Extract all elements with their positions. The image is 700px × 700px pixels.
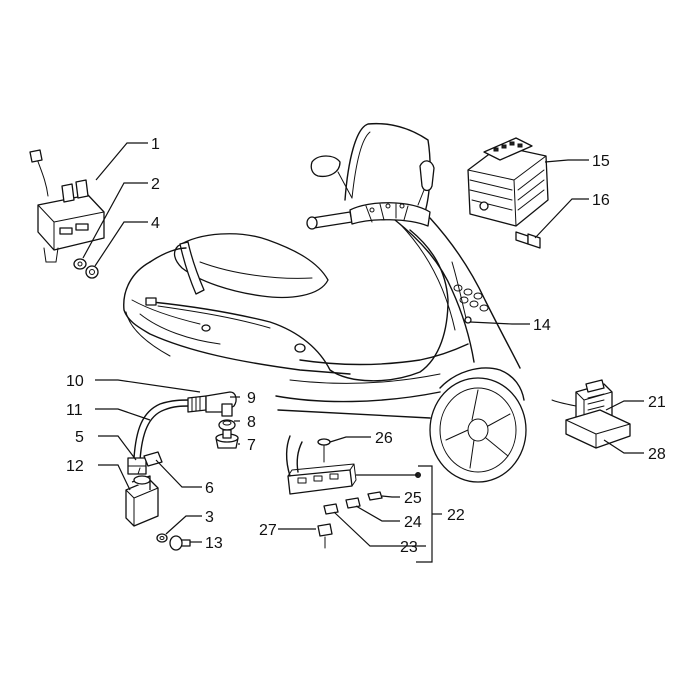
part-15-voltage-regulator <box>467 137 549 227</box>
part-12-ignition-coil <box>125 467 159 527</box>
part-27-fuse-holder <box>317 523 333 549</box>
callout-labels: 1 2 4 15 16 14 10 11 9 8 7 5 12 6 3 13 2… <box>66 136 666 556</box>
part-7-spark-plug <box>215 429 239 449</box>
part-11-hv-cable <box>133 399 191 461</box>
callout-7: 7 <box>247 437 256 454</box>
part-28-battery-tray <box>565 409 631 449</box>
part-22-fuse-box <box>285 435 357 495</box>
callout-23: 23 <box>400 539 418 556</box>
callout-27: 27 <box>259 522 277 539</box>
callout-22: 22 <box>447 507 465 524</box>
part-5-connector <box>127 457 147 475</box>
part-6-clip <box>143 451 163 467</box>
callout-24: 24 <box>404 514 422 531</box>
part-4-nut <box>85 265 99 279</box>
leader-lines <box>82 142 644 563</box>
part-10-suppressor <box>187 395 207 413</box>
callout-16: 16 <box>592 192 610 209</box>
callout-13: 13 <box>205 535 223 552</box>
part-23-fuse <box>323 503 339 515</box>
callout-11: 11 <box>66 402 83 419</box>
part-13-screw <box>169 535 191 551</box>
callout-2: 2 <box>151 176 160 193</box>
callout-12: 12 <box>66 458 84 475</box>
callout-5: 5 <box>75 429 84 446</box>
callout-9: 9 <box>247 390 256 407</box>
part-24-fuse <box>345 497 361 509</box>
part-8-seal <box>218 419 236 431</box>
part-2-washer <box>73 258 87 270</box>
scooter-body <box>123 122 527 483</box>
part-1-cdi-unit <box>29 149 105 263</box>
callout-8: 8 <box>247 414 256 431</box>
part-9-spark-plug-cap <box>205 391 237 417</box>
callout-3: 3 <box>205 509 214 526</box>
callout-15: 15 <box>592 153 610 170</box>
callout-10: 10 <box>66 373 84 390</box>
part-25-fuse <box>367 491 383 501</box>
callout-14: 14 <box>533 317 551 334</box>
callout-26: 26 <box>375 430 393 447</box>
part-3-washer <box>156 533 168 543</box>
callout-28: 28 <box>648 446 666 463</box>
callout-4: 4 <box>151 215 160 232</box>
callout-21: 21 <box>648 394 666 411</box>
part-26-screw <box>317 438 331 463</box>
callout-1: 1 <box>151 136 160 153</box>
part-16-bolt <box>515 231 541 249</box>
callout-25: 25 <box>404 490 422 507</box>
callout-6: 6 <box>205 480 214 497</box>
